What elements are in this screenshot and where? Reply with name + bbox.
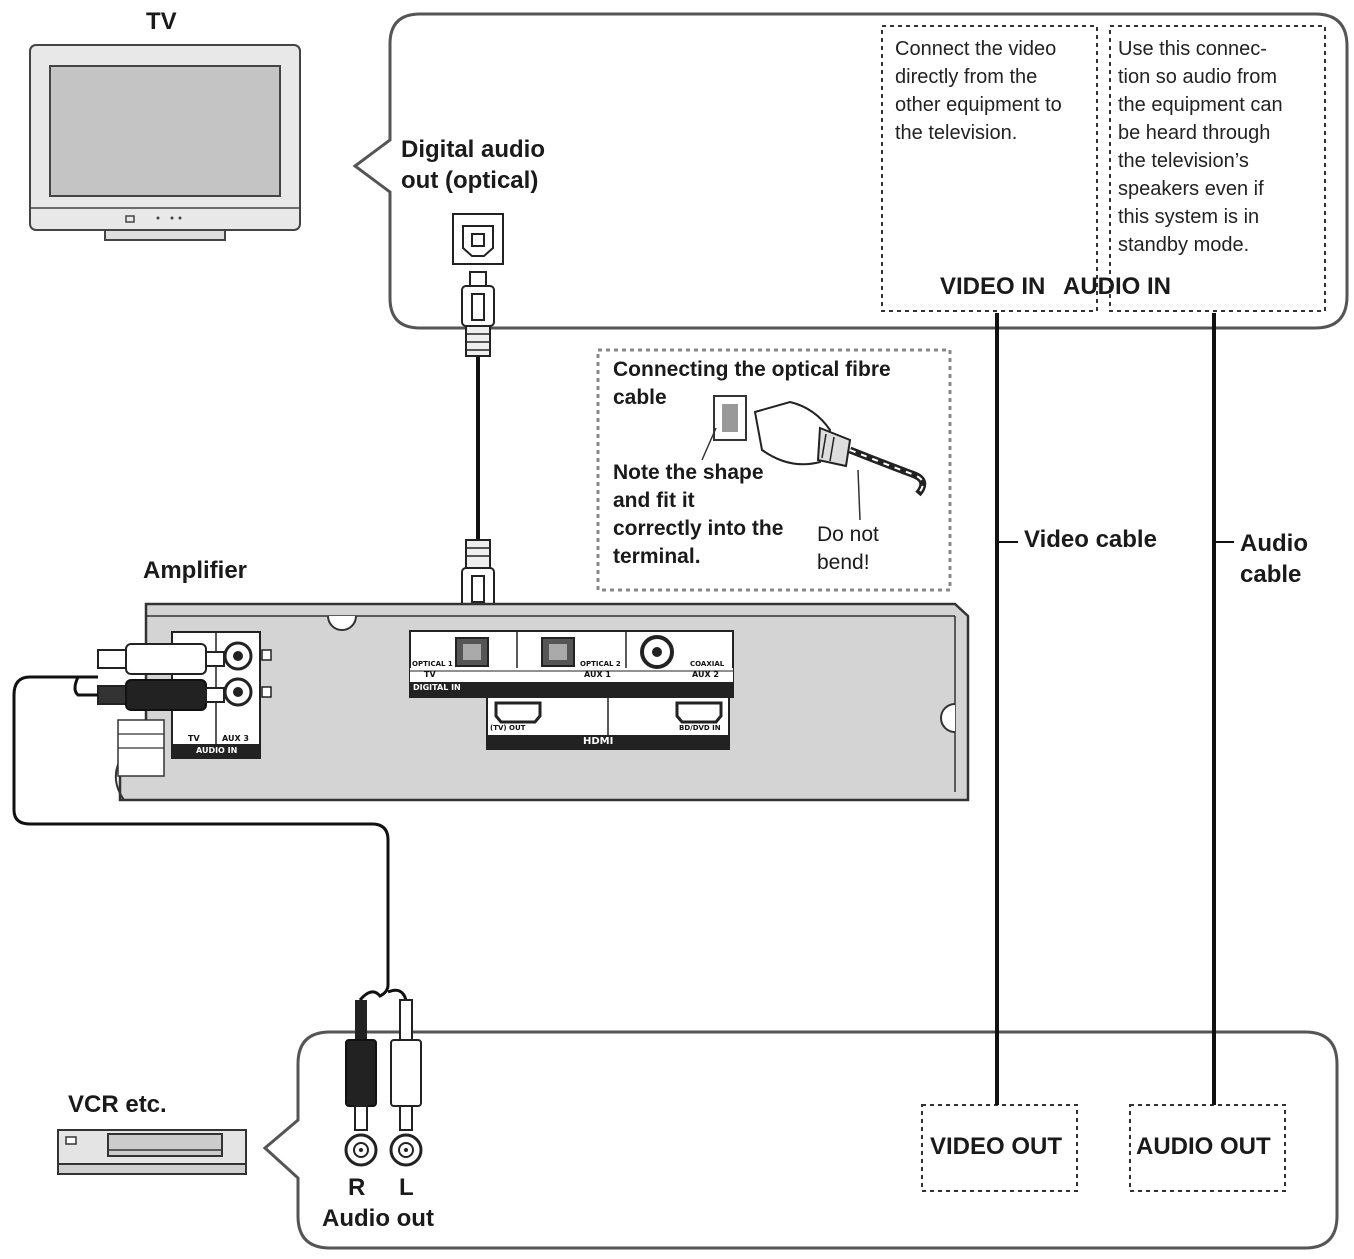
tv-optical-port-icon (452, 213, 504, 265)
panel-audio-in-label: AUDIO IN (196, 746, 238, 755)
audio-connection-note: Use this connec- tion so audio from the … (1118, 38, 1283, 256)
tv-callout-bubble (352, 12, 1349, 330)
vcr-label: VCR etc. (68, 1091, 167, 1118)
video-cable-label: Video cable (1024, 526, 1157, 553)
digital-in-panel (409, 630, 734, 698)
analog-audio-cable (12, 675, 390, 1001)
panel-aux3-label: AUX 3 (222, 734, 249, 743)
panel-coaxial-label: COAXIAL (690, 660, 725, 668)
audio-out-label: Audio out (322, 1205, 434, 1232)
audio-cable-label: Audio cable (1240, 530, 1308, 588)
vcr-callout-bubble (262, 1030, 1339, 1250)
panel-bd-dvd-in-label: BD/DVD IN (679, 724, 721, 732)
vcr-device-icon (57, 1129, 247, 1175)
audio-out-terminal-label: AUDIO OUT (1136, 1133, 1271, 1160)
amplifier-label: Amplifier (143, 557, 248, 584)
rca-plugs-amplifier (97, 643, 225, 711)
rca-plugs-vcr (345, 999, 422, 1131)
video-out-terminal-label: VIDEO OUT (930, 1133, 1063, 1160)
video-note-box (881, 25, 1098, 312)
l-channel-label: L (399, 1174, 414, 1201)
panel-optical2-label: OPTICAL 2 (580, 660, 621, 668)
optical-tip-box (596, 348, 952, 592)
vcr-audio-jacks-icon (344, 1133, 423, 1167)
optical-tip-instruction: Note the shape and fit it correctly into… (613, 461, 784, 568)
video-in-label: VIDEO IN (940, 273, 1046, 300)
panel-tv-label: TV (424, 670, 436, 679)
optical-tip-title: Connecting the optical fibre cable (613, 358, 891, 409)
audio-in-label: AUDIO IN (1063, 273, 1171, 300)
optical-plug-illustration (701, 395, 927, 521)
tv-label: TV (146, 8, 177, 35)
panel-digital-in-label: DIGITAL IN (413, 683, 461, 692)
r-channel-label: R (348, 1174, 366, 1201)
optical-tip-warning: Do not bend! (817, 523, 879, 574)
optical-cable (461, 271, 495, 623)
audio-note-box (1109, 25, 1326, 312)
panel-aux1-label: AUX 1 (584, 670, 611, 679)
panel-analog-tv-label: TV (188, 734, 200, 743)
tv-device-icon (29, 44, 301, 241)
panel-hdmi-logo: HDMI (583, 736, 614, 747)
hdmi-panel (486, 696, 730, 750)
video-connection-note: Connect the video directly from the othe… (895, 38, 1062, 144)
panel-optical1-label: OPTICAL 1 (412, 660, 453, 668)
panel-tv-out-label: (TV) OUT (490, 724, 526, 732)
digital-audio-out-label: Digital audio out (optical) (401, 136, 545, 194)
panel-aux2-label: AUX 2 (692, 670, 719, 679)
